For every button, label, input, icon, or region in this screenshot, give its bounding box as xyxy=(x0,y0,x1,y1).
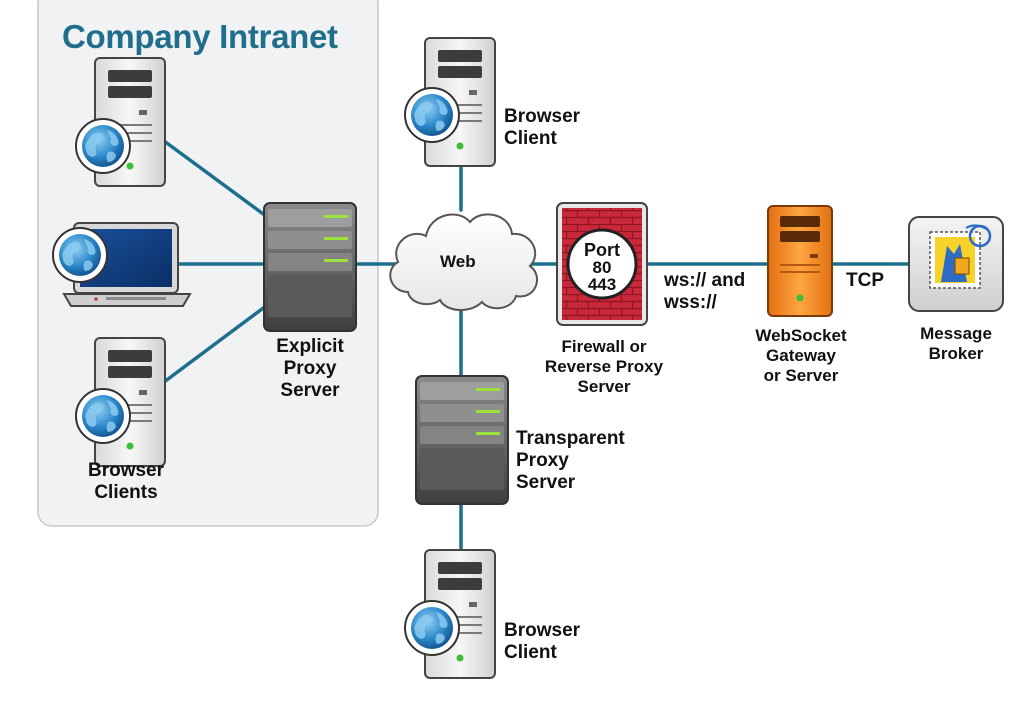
firewall-label-line-2: Reverse Proxy xyxy=(544,357,664,376)
globe-icon xyxy=(75,388,131,444)
firewall-brick-wall-icon: Port 80 443 xyxy=(556,202,648,326)
gateway-label-line-3: or Server xyxy=(763,366,839,385)
browser-client-bottom-node xyxy=(404,549,496,679)
gateway-label-line-1: WebSocket xyxy=(755,326,847,345)
firewall-label-line-3: Server xyxy=(577,377,631,396)
browser-client-top-label-line-2: Client xyxy=(504,128,557,149)
browser-clients-label-line-2: Clients xyxy=(94,482,158,503)
web-label: Web xyxy=(440,252,476,271)
globe-icon xyxy=(404,87,460,143)
browser-client-bottom-label-line-1: Browser xyxy=(504,620,581,641)
gateway-label-line-2: Gateway xyxy=(766,346,836,365)
gateway-label: WebSocket Gateway or Server xyxy=(746,326,856,386)
firewall-badge-line-3: 443 xyxy=(588,275,616,294)
browser-clients-label-line-1: Browser xyxy=(87,460,165,481)
firewall-badge-line-2: 80 xyxy=(593,258,612,277)
company-intranet-title: Company Intranet xyxy=(62,18,338,55)
explicit-proxy-label-line-3: Server xyxy=(280,380,340,401)
browser-clients-label: Browser Clients xyxy=(74,460,178,504)
browser-client-top-node xyxy=(404,37,496,167)
explicit-proxy-label-line-2: Proxy xyxy=(283,358,337,379)
globe-icon xyxy=(404,600,460,656)
transparent-proxy-label: Transparent Proxy Server xyxy=(516,428,625,494)
link-bottom-client-explicit-proxy xyxy=(158,304,268,387)
browser-client-bottom-label: Browser Client xyxy=(504,620,580,664)
postage-stamp-icon xyxy=(908,216,1004,312)
protocol-label-line-1: ws:// and xyxy=(664,270,746,291)
globe-icon xyxy=(75,118,131,174)
explicit-proxy-label: Explicit Proxy Server xyxy=(256,336,364,402)
cloud-icon xyxy=(389,213,538,311)
protocol-label: ws:// and wss:// xyxy=(664,270,745,314)
explicit-proxy-server-icon xyxy=(263,202,357,332)
tcp-label: TCP xyxy=(846,270,884,291)
firewall-badge-line-1: Port xyxy=(584,240,620,260)
transparent-proxy-label-line-3: Server xyxy=(516,472,576,493)
browser-client-bottom-label-line-2: Client xyxy=(504,642,557,663)
intranet-client-laptop xyxy=(52,222,192,307)
firewall-label: Firewall or Reverse Proxy Server xyxy=(542,337,666,397)
firewall-label-line-1: Firewall or xyxy=(561,337,647,356)
browser-client-top-label: Browser Client xyxy=(504,106,580,150)
link-top-client-explicit-proxy xyxy=(158,136,268,218)
orange-server-tower-icon xyxy=(767,205,833,317)
transparent-proxy-server-icon xyxy=(415,375,509,505)
message-broker-label-line-2: Broker xyxy=(928,344,984,363)
message-broker-label-line-1: Message xyxy=(920,324,992,343)
connections xyxy=(158,136,910,554)
protocol-label-line-2: wss:// xyxy=(664,292,717,313)
explicit-proxy-label-line-1: Explicit xyxy=(276,336,344,357)
globe-icon xyxy=(52,227,108,283)
browser-client-top-label-line-1: Browser xyxy=(504,106,581,127)
transparent-proxy-label-line-2: Proxy xyxy=(516,450,569,471)
message-broker-label: Message Broker xyxy=(910,324,1002,364)
transparent-proxy-label-line-1: Transparent xyxy=(516,428,625,449)
